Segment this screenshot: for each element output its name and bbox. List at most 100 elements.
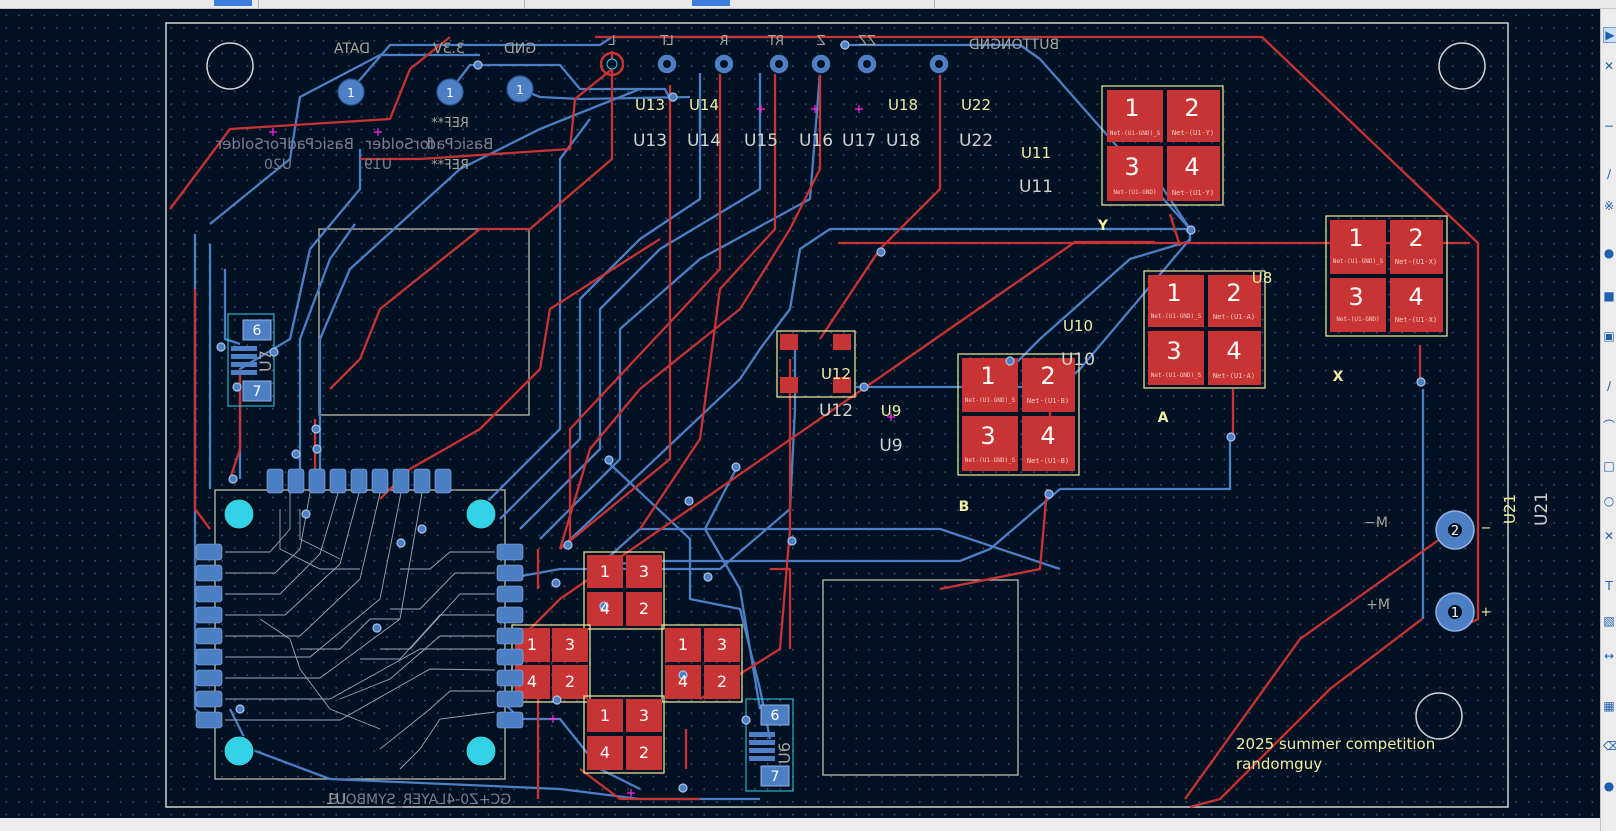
pad[interactable] [231, 346, 257, 351]
pad[interactable] [195, 648, 223, 666]
via-icon[interactable]: ● [1603, 246, 1615, 260]
pad[interactable] [1148, 331, 1204, 385]
rule-area-icon[interactable]: ▣ [1603, 329, 1615, 343]
pad[interactable] [1330, 278, 1386, 332]
pad[interactable] [1148, 275, 1204, 327]
pad[interactable] [704, 665, 740, 699]
toolbar-active-tab[interactable] [214, 0, 252, 6]
u12-footprint[interactable] [776, 330, 856, 398]
zone-icon[interactable]: ■ [1603, 289, 1615, 303]
pad[interactable] [1022, 358, 1075, 412]
pad[interactable] [496, 564, 524, 582]
pad[interactable] [665, 628, 701, 662]
pad[interactable] [434, 468, 452, 494]
tht-pad[interactable] [599, 51, 625, 77]
pad[interactable] [496, 711, 524, 729]
pad[interactable] [704, 628, 740, 662]
polygon-icon[interactable]: ✕ [1603, 529, 1615, 543]
pad[interactable] [195, 585, 223, 603]
pad[interactable] [242, 380, 272, 402]
pad[interactable] [496, 543, 524, 561]
pad[interactable] [1167, 90, 1220, 142]
arc-icon[interactable]: ⌒ [1603, 419, 1616, 433]
pad[interactable] [626, 699, 662, 732]
pcb-canvas[interactable]: DATA 3.3V GND L LT R RT Z ZZ BUTTONGND R… [0, 9, 1600, 831]
text-icon[interactable]: T [1605, 579, 1613, 593]
pad[interactable] [760, 704, 790, 726]
pad[interactable] [749, 756, 775, 761]
pad[interactable] [195, 627, 223, 645]
pad[interactable] [195, 669, 223, 687]
pad[interactable] [962, 358, 1018, 412]
button-footprint-b[interactable] [957, 353, 1080, 476]
pad[interactable] [626, 555, 662, 588]
pad[interactable] [496, 669, 524, 687]
pad[interactable] [587, 555, 623, 588]
pad[interactable] [1390, 220, 1443, 274]
button-footprint-x[interactable] [1325, 215, 1448, 337]
pad[interactable] [195, 606, 223, 624]
pad[interactable] [392, 468, 410, 494]
u6-footprint[interactable] [745, 698, 794, 792]
pad[interactable] [1107, 90, 1163, 142]
pad[interactable] [329, 468, 347, 494]
solder-pad[interactable] [337, 78, 365, 106]
route-icon[interactable]: − [1603, 119, 1615, 133]
textbox-icon[interactable]: ▧ [1603, 614, 1615, 628]
pad[interactable] [587, 736, 623, 770]
rectangle-icon[interactable]: □ [1603, 459, 1615, 473]
pad[interactable] [552, 665, 588, 699]
pad[interactable] [780, 334, 798, 350]
solder-pad[interactable] [506, 75, 534, 103]
pad[interactable] [350, 468, 368, 494]
pad[interactable] [195, 690, 223, 708]
pad[interactable] [962, 416, 1018, 471]
pad[interactable] [749, 748, 775, 753]
pad[interactable] [1390, 278, 1443, 332]
pad[interactable] [749, 740, 775, 745]
pad[interactable] [287, 468, 305, 494]
u1-module[interactable] [195, 468, 524, 770]
pad[interactable] [749, 732, 775, 737]
pad[interactable] [833, 334, 851, 350]
pad[interactable] [552, 628, 588, 662]
dpad-footprints[interactable] [511, 551, 743, 774]
button-footprint-y[interactable] [1101, 85, 1224, 206]
toolbar-active-tab[interactable] [692, 0, 730, 6]
pad[interactable] [587, 699, 623, 732]
pad[interactable] [308, 468, 326, 494]
pad[interactable] [195, 543, 223, 561]
pad[interactable] [780, 377, 798, 393]
pad[interactable] [195, 711, 223, 729]
power-solder-pads[interactable] [337, 75, 534, 106]
pad[interactable] [1208, 331, 1261, 385]
pad[interactable] [626, 736, 662, 770]
pad[interactable] [496, 606, 524, 624]
pcb-board-svg[interactable]: DATA 3.3V GND L LT R RT Z ZZ BUTTONGND R… [0, 9, 1600, 831]
dimension-icon[interactable]: ↔ [1603, 649, 1615, 663]
pad[interactable] [1167, 146, 1220, 201]
pad[interactable] [760, 765, 790, 787]
solder-pad[interactable] [436, 78, 464, 106]
pad[interactable] [371, 468, 389, 494]
select-icon[interactable]: ▶ [1603, 27, 1616, 43]
pad[interactable] [1330, 220, 1386, 274]
delete-icon[interactable]: ⌫ [1603, 739, 1616, 753]
circle-icon[interactable]: ○ [1603, 494, 1615, 508]
pad[interactable] [496, 585, 524, 603]
anchor-icon[interactable]: ● [1603, 779, 1615, 793]
pad[interactable] [1107, 146, 1163, 201]
pad[interactable] [231, 354, 257, 359]
button-footprint-a[interactable] [1143, 270, 1266, 389]
pad[interactable] [231, 370, 257, 375]
pad[interactable] [496, 648, 524, 666]
u7-footprint[interactable] [227, 313, 275, 407]
pad[interactable] [195, 564, 223, 582]
pad[interactable] [496, 690, 524, 708]
pad[interactable] [1022, 416, 1075, 471]
differential-pair-icon[interactable]: ※ [1603, 199, 1615, 213]
table-icon[interactable]: ▦ [1603, 699, 1615, 713]
motor-pads[interactable] [1435, 510, 1475, 632]
track-icon[interactable]: ∕ [1606, 167, 1612, 181]
pad[interactable] [242, 319, 272, 341]
